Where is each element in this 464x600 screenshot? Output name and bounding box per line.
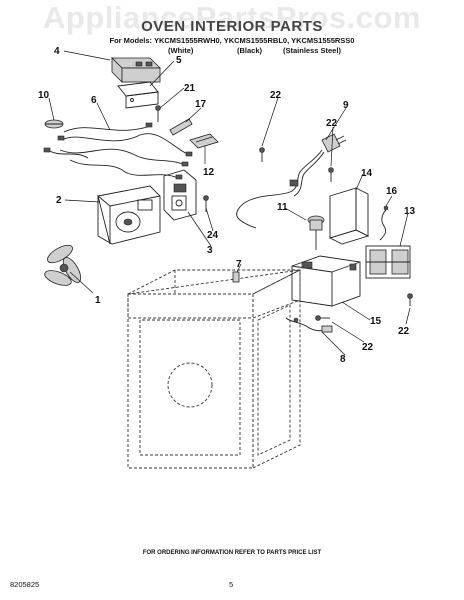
callout-labels: 4 5 21 17 12 10 6 2 24 3 1 7 22 9 22 14 …: [38, 46, 416, 365]
part-bracket-7: [232, 271, 240, 283]
part-fuse-holder: [189, 133, 219, 149]
part-fuse: [169, 118, 193, 136]
callout-4: 4: [54, 46, 60, 57]
part-fan-blade: [44, 244, 82, 286]
part-magnetron: [365, 245, 411, 279]
part-screw-21: [155, 105, 161, 122]
ordering-note: FOR ORDERING INFORMATION REFER TO PARTS …: [142, 550, 322, 556]
callout-11: 11: [277, 202, 288, 213]
part-power-cord: [236, 133, 347, 229]
part-door-switch: [285, 317, 333, 333]
page-title: OVEN INTERIOR PARTS: [141, 18, 323, 35]
callout-2: 2: [56, 195, 62, 206]
callout-7: 7: [236, 259, 242, 270]
part-thermal-cutout-16: [379, 205, 389, 241]
document-number: 8205825: [10, 580, 40, 589]
callout-14: 14: [361, 168, 373, 179]
part-fan-motor-housing: [97, 185, 161, 245]
part-capacitor: [111, 57, 161, 83]
callout-10: 10: [38, 90, 50, 101]
variant-white: (White): [168, 46, 194, 55]
callout-3: 3: [207, 245, 213, 256]
part-thermal-cutout: [44, 119, 64, 129]
leader-lines: [48, 50, 411, 356]
callout-21: 21: [184, 83, 196, 94]
part-screws-22: [259, 147, 413, 321]
variant-black: (Black): [237, 46, 263, 55]
callout-6: 6: [91, 95, 97, 106]
oven-cavity: [127, 269, 301, 469]
variant-stainless-steel: (Stainless Steel): [283, 46, 341, 55]
callout-22-cord: 22: [326, 118, 338, 129]
callout-17: 17: [195, 99, 207, 110]
page-number: 5: [229, 580, 234, 589]
part-wire-harness: [43, 122, 193, 180]
callout-24: 24: [207, 230, 219, 241]
part-damper-assembly: [163, 169, 197, 221]
callout-5: 5: [176, 55, 182, 66]
callout-12: 12: [203, 167, 215, 178]
callout-22-top: 22: [270, 90, 282, 101]
callout-1: 1: [95, 295, 101, 306]
part-magnetron-bracket: [328, 187, 370, 245]
callout-15: 15: [370, 316, 382, 327]
callout-9: 9: [343, 100, 349, 111]
callout-22-right: 22: [398, 326, 410, 337]
callout-13: 13: [404, 206, 416, 217]
callout-8: 8: [340, 354, 346, 365]
part-capacitor-bracket: [117, 81, 159, 109]
part-screw-24: [203, 195, 209, 212]
part-diode: [307, 215, 325, 250]
part-transformer: [291, 255, 361, 307]
callout-16: 16: [386, 186, 398, 197]
models-line: For Models: YKCMS1555RWH0, YKCMS1555RBL0…: [109, 36, 355, 45]
callout-22-bottom: 22: [362, 342, 374, 353]
